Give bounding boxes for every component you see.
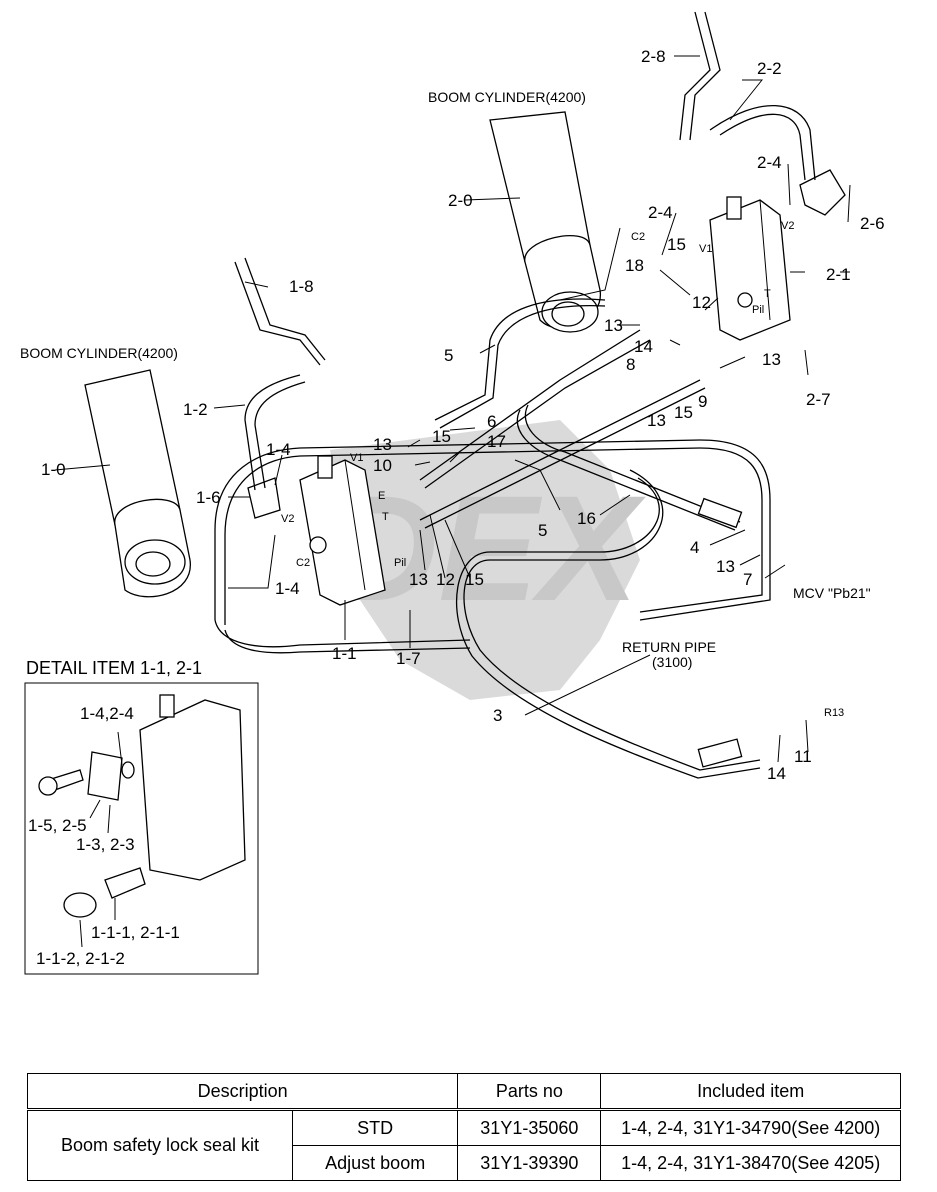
hydraulic-diagram: DEX — [20, 11, 885, 975]
callout-3: 3 — [493, 706, 502, 725]
callout-1-2: 1-2 — [183, 400, 208, 419]
cell-included: 1-4, 2-4, 31Y1-38470(See 4205) — [600, 1145, 901, 1181]
port-pil-right: Pil — [752, 304, 764, 316]
callout-13e: 13 — [409, 570, 428, 589]
cell-description: Boom safety lock seal kit — [27, 1109, 293, 1181]
port-r13: R13 — [824, 707, 844, 719]
return-pipe-ref: (3100) — [652, 654, 692, 670]
port-e-left: E — [378, 490, 385, 502]
callout-13d: 13 — [373, 435, 392, 454]
cell-variant: STD — [291, 1109, 459, 1146]
leader-lines — [54, 55, 851, 763]
callout-15a: 15 — [667, 235, 686, 254]
return-pipe-label: RETURN PIPE — [622, 639, 716, 655]
callout-10: 10 — [373, 456, 392, 475]
detail-callout-1-5: 1-5, 2-5 — [28, 816, 87, 835]
callout-12a: 12 — [692, 293, 711, 312]
callout-15d: 15 — [465, 570, 484, 589]
callout-12b: 12 — [436, 570, 455, 589]
valve-block-2-1 — [709, 169, 846, 341]
callout-7: 7 — [743, 570, 752, 589]
port-v1-right: V1 — [699, 243, 712, 255]
detail-box — [24, 682, 259, 975]
callout-13a: 13 — [604, 316, 623, 335]
pipes — [214, 11, 816, 779]
callout-14a: 14 — [634, 337, 653, 356]
header-description: Description — [26, 1073, 459, 1110]
detail-callout-1-3: 1-3, 2-3 — [76, 835, 135, 854]
port-v2-left: V2 — [281, 513, 294, 525]
callout-8: 8 — [626, 355, 635, 374]
callout-1-7: 1-7 — [396, 649, 421, 668]
mcv-label: MCV "Pb21" — [793, 585, 871, 601]
callout-15b: 15 — [674, 403, 693, 422]
callout-9: 9 — [698, 392, 707, 411]
callout-13f: 13 — [716, 557, 735, 576]
boom-cylinder-right — [489, 111, 601, 333]
callout-15c: 15 — [432, 427, 451, 446]
callout-17: 17 — [487, 432, 506, 451]
port-c2-right: C2 — [631, 231, 645, 243]
callout-2-0: 2-0 — [448, 191, 473, 210]
svg-text:DEX: DEX — [330, 464, 646, 632]
callout-1-4b: 1-4 — [275, 579, 300, 598]
port-v1-left: V1 — [350, 452, 363, 464]
callout-13c: 13 — [647, 411, 666, 430]
callout-4: 4 — [690, 538, 699, 557]
table-row: Adjust boom 31Y1-39390 1-4, 2-4, 31Y1-38… — [28, 1145, 901, 1181]
callout-1-4a: 1-4 — [266, 440, 291, 459]
callout-2-7: 2-7 — [806, 390, 831, 409]
detail-title: DETAIL ITEM 1-1, 2-1 — [26, 658, 202, 678]
detail-callout-1-4: 1-4,2-4 — [80, 704, 134, 723]
callout-2-4a: 2-4 — [648, 203, 673, 222]
callout-5a: 5 — [444, 346, 453, 365]
callout-2-1: 2-1 — [826, 265, 851, 284]
callout-6: 6 — [487, 412, 496, 431]
table-row: Boom safety lock seal kit STD 31Y1-35060… — [27, 1109, 901, 1181]
detail-callout-1-1-2: 1-1-2, 2-1-2 — [36, 949, 125, 968]
port-t-left: T — [382, 511, 389, 523]
boom-cylinder-left-label: BOOM CYLINDER(4200) — [20, 345, 178, 361]
header-parts-no: Parts no — [457, 1073, 602, 1110]
detail-callout-1-1-1: 1-1-1, 2-1-1 — [91, 923, 180, 942]
callout-14b: 14 — [767, 764, 786, 783]
callout-11: 11 — [794, 747, 812, 766]
callout-1-0: 1-0 — [41, 460, 66, 479]
table-header-row: Description Parts no Included item — [26, 1073, 901, 1110]
callout-1-6: 1-6 — [196, 488, 221, 507]
callout-1-1: 1-1 — [332, 644, 357, 663]
callout-13b: 13 — [762, 350, 781, 369]
cell-parts-no: 31Y1-39390 — [457, 1145, 602, 1181]
watermark-text: DEX — [330, 464, 646, 632]
port-v2-right: V2 — [781, 220, 794, 232]
callout-2-4b: 2-4 — [757, 153, 782, 172]
callout-2-6: 2-6 — [860, 214, 885, 233]
callout-2-2: 2-2 — [757, 59, 782, 78]
callout-5b: 5 — [538, 521, 547, 540]
cell-variant: Adjust boom — [291, 1145, 459, 1181]
boom-cylinder-left — [84, 369, 191, 598]
parts-table: Description Parts no Included item Boom … — [26, 1073, 901, 1181]
callout-1-8: 1-8 — [289, 277, 314, 296]
cell-included: 1-4, 2-4, 31Y1-34790(See 4200) — [600, 1109, 901, 1146]
callout-18: 18 — [625, 256, 644, 275]
header-included-item: Included item — [600, 1073, 901, 1110]
callout-16: 16 — [577, 509, 596, 528]
valve-block-1-1 — [247, 455, 386, 606]
boom-cylinder-right-label: BOOM CYLINDER(4200) — [428, 89, 586, 105]
port-t-right: T — [764, 288, 771, 300]
cell-parts-no: 31Y1-35060 — [457, 1109, 602, 1146]
port-c2-left: C2 — [296, 557, 310, 569]
port-pil-left: Pil — [394, 557, 406, 569]
callout-2-8: 2-8 — [641, 47, 666, 66]
